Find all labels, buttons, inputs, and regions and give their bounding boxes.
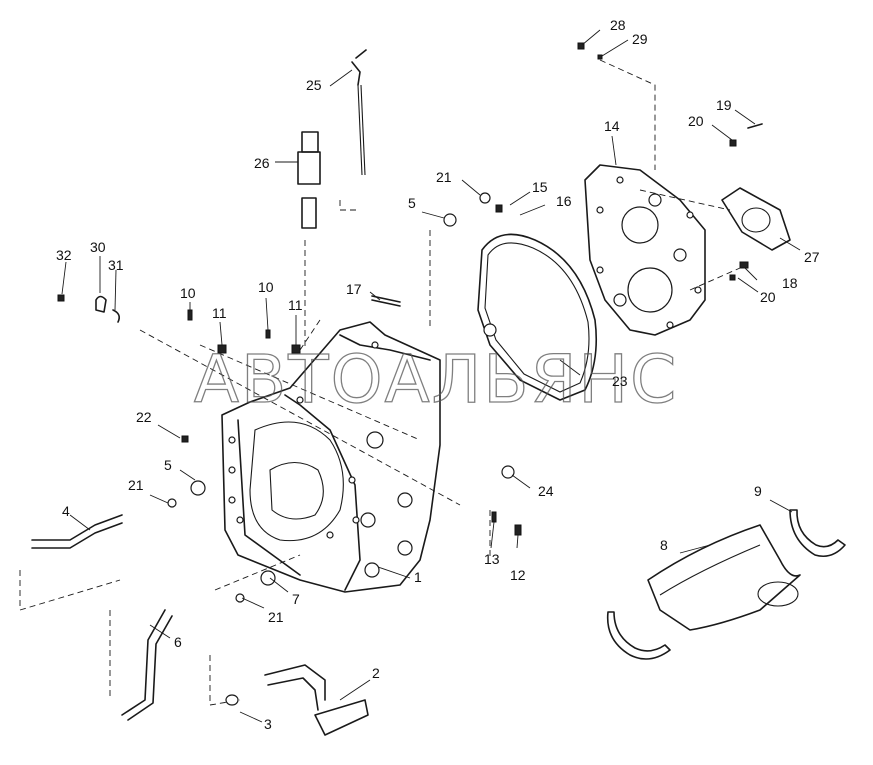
callout-9: 9 — [754, 483, 762, 499]
callout-21-left: 21 — [128, 477, 144, 493]
callout-10-left: 10 — [180, 285, 196, 301]
callout-13: 13 — [484, 551, 500, 567]
callout-30: 30 — [90, 239, 106, 255]
callout-8: 8 — [660, 537, 668, 553]
rear-cover-plate — [584, 164, 706, 336]
callout-5-lower: 5 — [164, 457, 172, 473]
callout-labels: 1 2 3 4 5 5 6 7 8 9 10 10 11 11 12 13 14… — [56, 17, 820, 732]
small-parts — [57, 42, 763, 603]
oil-tubes — [31, 514, 173, 721]
callout-11-left: 11 — [212, 305, 227, 321]
callout-leaders — [61, 29, 801, 723]
watermark-text: АВТОАЛЬЯНС — [194, 341, 678, 418]
callout-10-right: 10 — [258, 279, 274, 295]
assembly-axis-lines — [19, 59, 741, 706]
callout-2: 2 — [372, 665, 380, 681]
callout-16: 16 — [556, 193, 572, 209]
callout-3: 3 — [264, 716, 272, 732]
callout-31: 31 — [108, 257, 124, 273]
callout-23: 23 — [612, 373, 628, 389]
callout-24: 24 — [538, 483, 554, 499]
dipstick — [351, 49, 367, 176]
oil-pan-cover — [647, 524, 801, 631]
callout-11-right: 11 — [288, 297, 303, 313]
callout-21-lower: 21 — [268, 609, 284, 625]
callout-12: 12 — [510, 567, 526, 583]
callout-20-lower: 20 — [760, 289, 776, 305]
callout-25: 25 — [306, 77, 322, 93]
callout-21-upper: 21 — [436, 169, 452, 185]
elbow-fitting — [225, 664, 369, 736]
callout-22: 22 — [136, 409, 152, 425]
callout-32: 32 — [56, 247, 72, 263]
dipstick-tube — [297, 131, 321, 229]
half-rings — [606, 509, 846, 660]
callout-19: 19 — [716, 97, 732, 113]
callout-5-upper: 5 — [408, 195, 416, 211]
transmission-housing — [221, 321, 441, 593]
callout-26: 26 — [254, 155, 270, 171]
gasket — [477, 233, 598, 401]
callout-17: 17 — [346, 281, 362, 297]
callout-4: 4 — [62, 503, 70, 519]
callout-15: 15 — [532, 179, 548, 195]
callout-6: 6 — [174, 634, 182, 650]
callout-18: 18 — [782, 275, 798, 291]
callout-1: 1 — [414, 569, 422, 585]
callout-29: 29 — [632, 31, 648, 47]
callout-28: 28 — [610, 17, 626, 33]
callout-27: 27 — [804, 249, 820, 265]
callout-7: 7 — [292, 591, 300, 607]
callout-20-upper: 20 — [688, 113, 704, 129]
bearing-cap — [721, 187, 791, 251]
callout-14: 14 — [604, 118, 620, 134]
